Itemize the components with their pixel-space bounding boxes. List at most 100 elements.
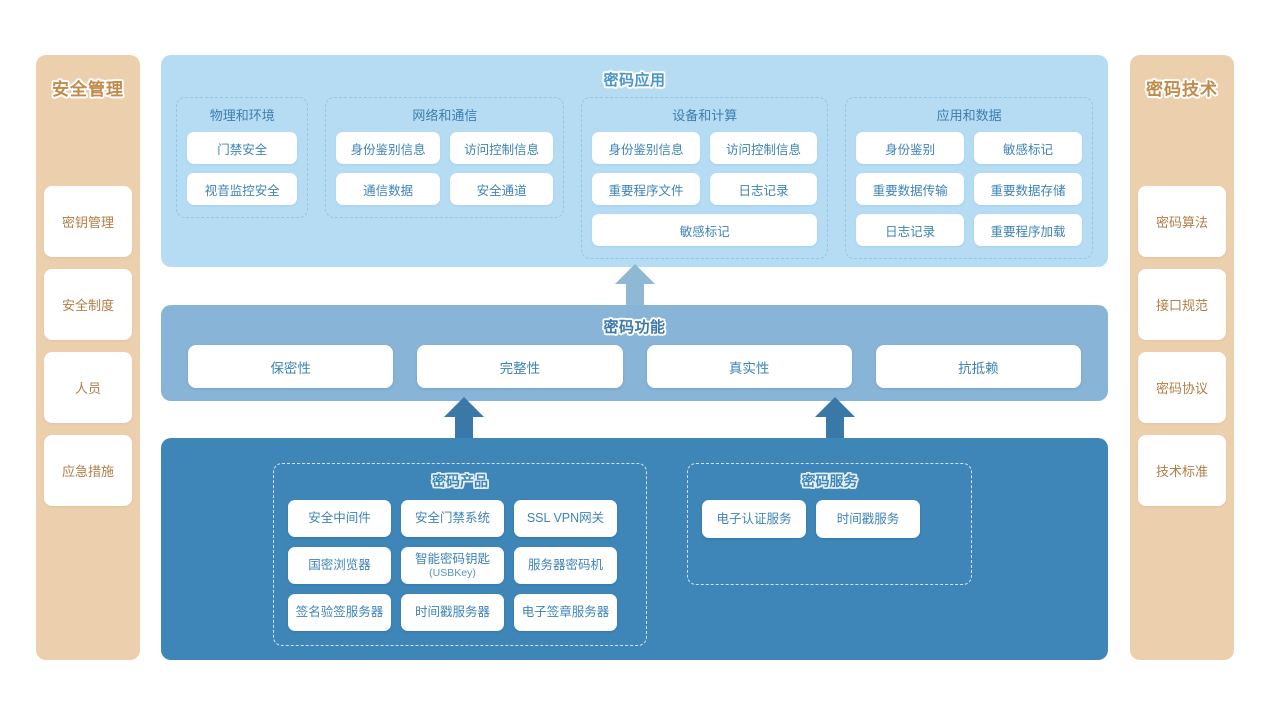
panel-application-title: 密码应用	[603, 72, 666, 89]
sidebar-item-technical-standard[interactable]: 技术标准	[1138, 435, 1226, 506]
sidebar-right-title: 密码技术	[1146, 80, 1218, 99]
chip-access-control-info[interactable]: 访问控制信息	[709, 132, 818, 164]
chip-non-repudiation[interactable]: 抗抵赖	[875, 345, 1081, 388]
chip-timestamp-server[interactable]: 时间戳服务器	[401, 594, 504, 631]
chip-electronic-seal-server[interactable]: 电子签章服务器	[514, 594, 617, 631]
group-product-title: 密码产品	[432, 473, 488, 489]
chip-label: 时间戳服务器	[414, 605, 490, 620]
arrow-product-to-function-left	[444, 397, 484, 441]
sidebar-left-items: 密钥管理 安全制度 人员 应急措施	[36, 186, 140, 506]
prod-row: 安全中间件 安全门禁系统 SSL VPN网关	[288, 500, 632, 537]
function-items: 保密性 完整性 真实性 抗抵赖	[188, 345, 1081, 388]
panel-function-title: 密码功能	[603, 319, 666, 336]
chip-label: 签名验签服务器	[295, 605, 384, 620]
group-physical-title: 物理和环境	[209, 108, 275, 123]
chip-security-middleware[interactable]: 安全中间件	[288, 500, 391, 537]
group-application-data: 应用和数据 身份鉴别 敏感标记 重要数据传输 重要数据存储 日志记录 重要程序加…	[845, 97, 1094, 259]
chip-label: SSL VPN网关	[526, 511, 605, 526]
chip-confidentiality[interactable]: 保密性	[188, 345, 394, 388]
group-physical-rows: 门禁安全 视音监控安全	[187, 132, 298, 205]
group-row: 视音监控安全	[187, 173, 298, 205]
group-device-title: 设备和计算	[672, 108, 738, 123]
arrow-product-to-function-right	[815, 397, 855, 441]
chip-communication-data[interactable]: 通信数据	[336, 173, 440, 205]
group-row: 身份鉴别信息 访问控制信息	[592, 132, 818, 164]
sidebar-item-crypto-protocol[interactable]: 密码协议	[1138, 352, 1226, 423]
chip-identity-auth-info[interactable]: 身份鉴别信息	[592, 132, 700, 164]
chip-label: 安全门禁系统	[414, 511, 490, 526]
group-device-computing: 设备和计算 身份鉴别信息 访问控制信息 重要程序文件 日志记录 敏感标记	[581, 97, 829, 259]
panel-crypto-product-service: 密码产品 安全中间件 安全门禁系统 SSL VPN网关	[161, 438, 1108, 660]
sidebar-item-emergency-measures[interactable]: 应急措施	[44, 435, 132, 506]
chip-identity-auth-info[interactable]: 身份鉴别信息	[336, 132, 440, 164]
chip-log-records[interactable]: 日志记录	[856, 214, 965, 246]
chip-label: 国密浏览器	[308, 558, 371, 573]
group-service-rows: 电子认证服务 时间戳服务	[702, 500, 957, 538]
panel-crypto-application: 密码应用 物理和环境 门禁安全 视音监控安全 网络和通信	[161, 55, 1108, 267]
group-row: 门禁安全	[187, 132, 298, 164]
group-product-rows: 安全中间件 安全门禁系统 SSL VPN网关 国密浏览器	[288, 500, 632, 631]
prod-row: 电子认证服务 时间戳服务	[702, 500, 957, 538]
chip-access-control-security[interactable]: 门禁安全	[187, 132, 298, 164]
product-groups: 密码产品 安全中间件 安全门禁系统 SSL VPN网关	[273, 463, 972, 646]
chip-smart-crypto-key-usbkey[interactable]: 智能密码钥匙 (USBKey)	[401, 547, 504, 584]
group-network-title: 网络和通信	[412, 108, 478, 123]
chip-label: 电子认证服务	[716, 511, 792, 526]
chip-label: 服务器密码机	[527, 558, 603, 573]
group-row: 敏感标记	[592, 214, 818, 246]
chip-important-data-transmission[interactable]: 重要数据传输	[856, 173, 965, 205]
sidebar-item-security-policy[interactable]: 安全制度	[44, 269, 132, 340]
prod-row: 国密浏览器 智能密码钥匙 (USBKey) 服务器密码机	[288, 547, 632, 584]
group-crypto-services: 密码服务 电子认证服务 时间戳服务	[687, 463, 972, 585]
sidebar-item-key-management[interactable]: 密钥管理	[44, 186, 132, 257]
sidebar-right-items: 密码算法 接口规范 密码协议 技术标准	[1130, 186, 1234, 506]
chip-security-access-control-system[interactable]: 安全门禁系统	[401, 500, 504, 537]
sidebar-item-interface-spec[interactable]: 接口规范	[1138, 269, 1226, 340]
arrow-function-to-application	[615, 264, 655, 308]
chip-av-monitoring-security[interactable]: 视音监控安全	[187, 173, 298, 205]
group-row: 重要程序文件 日志记录	[592, 173, 818, 205]
chip-label: 时间戳服务	[836, 511, 900, 526]
chip-access-control-info[interactable]: 访问控制信息	[449, 132, 554, 164]
group-row: 重要数据传输 重要数据存储	[856, 173, 1083, 205]
chip-label: 智能密码钥匙	[414, 552, 490, 567]
chip-secure-channel[interactable]: 安全通道	[449, 173, 554, 205]
chip-timestamp-service[interactable]: 时间戳服务	[816, 500, 920, 538]
chip-sm-browser[interactable]: 国密浏览器	[288, 547, 391, 584]
chip-log-records[interactable]: 日志记录	[709, 173, 818, 205]
chip-important-program-loading[interactable]: 重要程序加载	[974, 214, 1083, 246]
chip-integrity[interactable]: 完整性	[417, 345, 623, 388]
chip-important-data-storage[interactable]: 重要数据存储	[974, 173, 1083, 205]
group-network-communication: 网络和通信 身份鉴别信息 访问控制信息 通信数据 安全通道	[325, 97, 565, 218]
chip-sensitive-marking[interactable]: 敏感标记	[974, 132, 1083, 164]
group-row: 通信数据 安全通道	[336, 173, 554, 205]
chip-label: 电子签章服务器	[521, 605, 610, 620]
chip-electronic-certification-service[interactable]: 电子认证服务	[702, 500, 806, 538]
sidebar-item-crypto-algorithm[interactable]: 密码算法	[1138, 186, 1226, 257]
chip-authenticity[interactable]: 真实性	[646, 345, 852, 388]
chip-server-cryptographic-machine[interactable]: 服务器密码机	[514, 547, 617, 584]
group-row: 身份鉴别信息 访问控制信息	[336, 132, 554, 164]
group-physical-environment: 物理和环境 门禁安全 视音监控安全	[176, 97, 309, 218]
sidebar-security-management: 安全管理 密钥管理 安全制度 人员 应急措施	[36, 55, 140, 660]
group-appdata-rows: 身份鉴别 敏感标记 重要数据传输 重要数据存储 日志记录 重要程序加载	[856, 132, 1083, 246]
application-groups: 物理和环境 门禁安全 视音监控安全 网络和通信 身份鉴别信息 访问控制信息	[176, 97, 1094, 259]
group-service-title: 密码服务	[801, 473, 858, 489]
chip-signature-verification-server[interactable]: 签名验签服务器	[288, 594, 391, 631]
chip-label: 安全中间件	[308, 511, 371, 526]
panel-crypto-function: 密码功能 保密性 完整性 真实性 抗抵赖	[161, 305, 1108, 401]
group-crypto-products: 密码产品 安全中间件 安全门禁系统 SSL VPN网关	[273, 463, 647, 646]
sidebar-item-personnel[interactable]: 人员	[44, 352, 132, 423]
group-row: 日志记录 重要程序加载	[856, 214, 1083, 246]
group-appdata-title: 应用和数据	[936, 108, 1002, 123]
chip-identity-authentication[interactable]: 身份鉴别	[856, 132, 965, 164]
group-device-rows: 身份鉴别信息 访问控制信息 重要程序文件 日志记录 敏感标记	[592, 132, 818, 246]
chip-sensitive-marking[interactable]: 敏感标记	[592, 214, 818, 246]
chip-important-program-files[interactable]: 重要程序文件	[592, 173, 700, 205]
prod-row: 签名验签服务器 时间戳服务器 电子签章服务器	[288, 594, 632, 631]
chip-sublabel: (USBKey)	[429, 566, 476, 579]
group-network-rows: 身份鉴别信息 访问控制信息 通信数据 安全通道	[336, 132, 554, 205]
sidebar-crypto-technology: 密码技术 密码算法 接口规范 密码协议 技术标准	[1130, 55, 1234, 660]
chip-ssl-vpn-gateway[interactable]: SSL VPN网关	[514, 500, 617, 537]
